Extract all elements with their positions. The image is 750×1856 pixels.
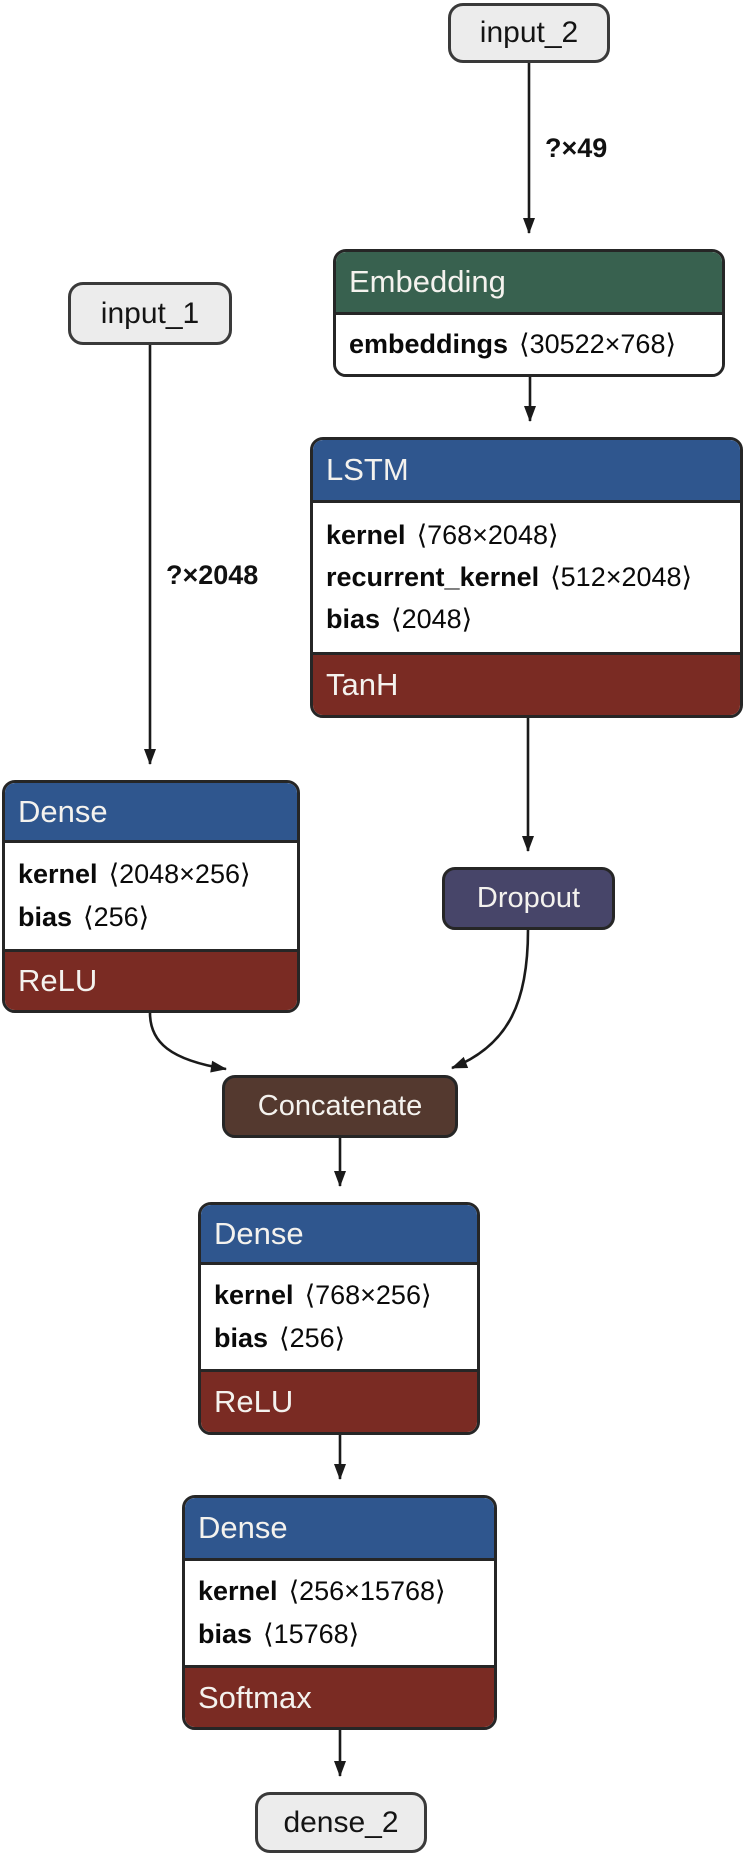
param-name: embeddings [349, 328, 509, 359]
param-name: recurrent_kernel [326, 561, 540, 592]
node-embedding: Embedding embeddings ⟨30522×768⟩ [333, 249, 725, 377]
dense-left-activation: ReLU [5, 949, 297, 1010]
lstm-body: kernel ⟨768×2048⟩ recurrent_kernel ⟨512×… [313, 503, 740, 652]
param-shape: ⟨768×2048⟩ [416, 519, 559, 550]
node-input-2: input_2 [448, 3, 610, 63]
dense-out-activation: Softmax [185, 1665, 494, 1727]
param-shape: ⟨768×256⟩ [304, 1280, 432, 1311]
param-shape: ⟨512×2048⟩ [550, 561, 693, 592]
param-name: kernel [18, 859, 98, 890]
node-dense-left: Dense kernel ⟨2048×256⟩ bias ⟨256⟩ ReLU [2, 780, 300, 1013]
param-name: bias [326, 604, 381, 635]
node-dense-2-label: dense_2 [283, 1805, 399, 1839]
param-line: kernel ⟨768×256⟩ [214, 1280, 477, 1311]
dense-mid-activation: ReLU [201, 1369, 477, 1432]
embedding-title: Embedding [349, 264, 506, 299]
param-shape: ⟨2048×256⟩ [108, 859, 251, 890]
param-shape: ⟨30522×768⟩ [519, 328, 676, 359]
lstm-activation-label: TanH [326, 667, 399, 702]
param-line: bias ⟨256⟩ [214, 1323, 477, 1354]
dense-out-activation-label: Softmax [198, 1679, 312, 1715]
edge-label-input2-shape: ?×49 [545, 133, 608, 163]
param-line: embeddings ⟨30522×768⟩ [349, 329, 722, 360]
param-shape: ⟨256×15768⟩ [288, 1576, 446, 1607]
param-name: kernel [326, 519, 406, 550]
node-dropout-label: Dropout [476, 882, 581, 914]
dense-mid-title: Dense [214, 1215, 304, 1251]
param-line: bias ⟨256⟩ [18, 902, 297, 933]
lstm-header: LSTM [313, 440, 740, 503]
node-dense-out: Dense kernel ⟨256×15768⟩ bias ⟨15768⟩ So… [182, 1495, 497, 1730]
dense-out-header: Dense [185, 1498, 494, 1561]
param-line: bias ⟨15768⟩ [198, 1619, 494, 1650]
edge-label-input1-shape: ?×2048 [166, 560, 259, 590]
param-shape: ⟨256⟩ [279, 1322, 346, 1353]
param-line: kernel ⟨256×15768⟩ [198, 1576, 494, 1607]
node-input-1-label: input_1 [100, 296, 200, 330]
param-name: bias [214, 1322, 269, 1353]
lstm-activation: TanH [313, 652, 740, 715]
node-dense-mid: Dense kernel ⟨768×256⟩ bias ⟨256⟩ ReLU [198, 1202, 480, 1435]
node-concatenate: Concatenate [222, 1075, 458, 1138]
dense-mid-body: kernel ⟨768×256⟩ bias ⟨256⟩ [201, 1265, 477, 1369]
param-line: bias ⟨2048⟩ [326, 604, 740, 635]
node-dense-2: dense_2 [255, 1792, 427, 1853]
param-name: kernel [198, 1576, 278, 1607]
param-name: kernel [214, 1280, 294, 1311]
param-shape: ⟨256⟩ [83, 901, 150, 932]
dense-mid-header: Dense [201, 1205, 477, 1265]
dense-out-title: Dense [198, 1510, 288, 1545]
node-lstm: LSTM kernel ⟨768×2048⟩ recurrent_kernel … [310, 437, 743, 718]
param-line: recurrent_kernel ⟨512×2048⟩ [326, 562, 740, 593]
node-concatenate-label: Concatenate [257, 1090, 423, 1122]
param-line: kernel ⟨768×2048⟩ [326, 520, 740, 551]
embedding-header: Embedding [336, 252, 722, 315]
dense-left-header: Dense [5, 783, 297, 843]
node-input-1: input_1 [68, 282, 232, 345]
dense-left-activation-label: ReLU [18, 963, 98, 998]
node-input-2-label: input_2 [479, 16, 579, 49]
lstm-title: LSTM [326, 452, 409, 487]
param-shape: ⟨2048⟩ [391, 604, 473, 635]
dense-mid-activation-label: ReLU [214, 1384, 294, 1419]
dense-out-body: kernel ⟨256×15768⟩ bias ⟨15768⟩ [185, 1561, 494, 1665]
embedding-body: embeddings ⟨30522×768⟩ [336, 315, 722, 374]
param-name: bias [198, 1618, 253, 1649]
node-dropout: Dropout [442, 867, 615, 930]
edge-dropout-concatenate [451, 929, 530, 1070]
edge-dense-concatenate [148, 1012, 227, 1073]
dense-left-title: Dense [18, 793, 108, 829]
param-shape: ⟨15768⟩ [263, 1618, 360, 1649]
param-line: kernel ⟨2048×256⟩ [18, 859, 297, 890]
param-name: bias [18, 901, 73, 932]
dense-left-body: kernel ⟨2048×256⟩ bias ⟨256⟩ [5, 843, 297, 949]
